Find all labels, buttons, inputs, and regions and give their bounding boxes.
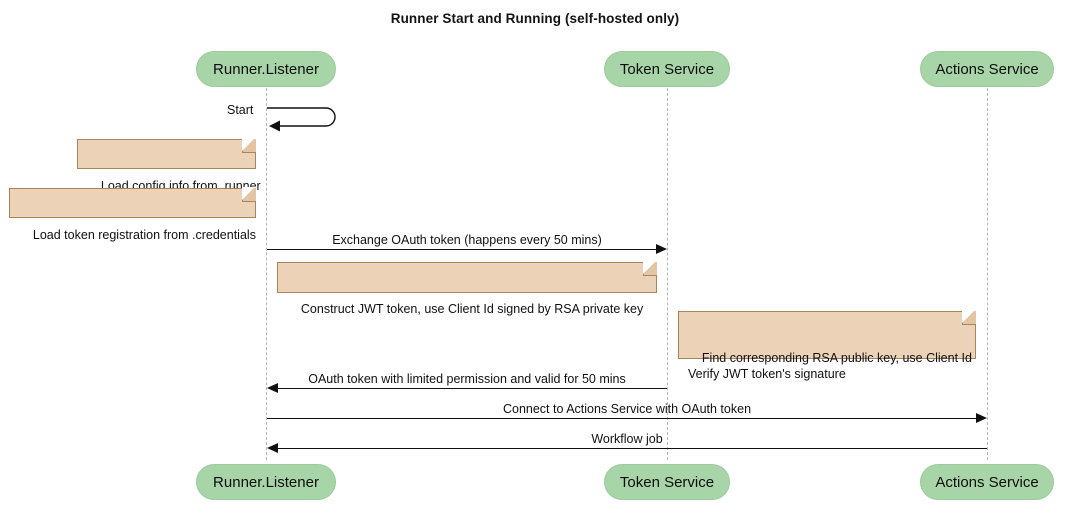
message-label-start: Start xyxy=(227,103,254,117)
actor-box-actions-service-bottom[interactable]: Actions Service xyxy=(920,464,1054,500)
arrowhead-right-icon xyxy=(656,243,667,254)
lifeline-runner-listener xyxy=(266,88,267,460)
note-text: Construct JWT token, use Client Id signe… xyxy=(300,302,644,316)
actor-box-actions-service-top[interactable]: Actions Service xyxy=(920,51,1054,87)
message-label-connect-to-actions-service: Connect to Actions Service with OAuth to… xyxy=(502,402,752,416)
note-verify-jwt-signature: Find corresponding RSA public key, use C… xyxy=(678,310,976,381)
message-line-connect-to-actions-service[interactable] xyxy=(267,418,976,419)
actor-box-token-service-bottom[interactable]: Token Service xyxy=(604,464,730,500)
message-label-exchange-oauth-token: Exchange OAuth token (happens every 50 m… xyxy=(332,233,602,247)
note-load-config-info: Load config info from .runner xyxy=(77,138,261,193)
note-fold-icon xyxy=(242,138,256,153)
message-line-oauth-token-response[interactable] xyxy=(278,388,667,389)
note-load-token-registration: Load token registration from .credential… xyxy=(9,187,256,242)
lifeline-token-service xyxy=(667,88,668,460)
actor-box-runner-listener-bottom[interactable]: Runner.Listener xyxy=(196,464,336,500)
message-label-oauth-token-response: OAuth token with limited permission and … xyxy=(308,372,626,386)
note-fold-icon xyxy=(242,187,256,202)
page-title: Runner Start and Running (self-hosted on… xyxy=(390,11,680,26)
lifeline-actions-service xyxy=(987,88,988,460)
actor-box-runner-listener-top[interactable]: Runner.Listener xyxy=(196,51,336,87)
actor-box-token-service-top[interactable]: Token Service xyxy=(604,51,730,87)
message-label-workflow-job: Workflow job xyxy=(591,432,663,446)
arrowhead-right-icon xyxy=(976,412,987,423)
message-line-exchange-oauth-token[interactable] xyxy=(267,249,656,250)
arrowhead-left-icon xyxy=(267,442,278,453)
note-fold-icon xyxy=(962,310,976,325)
arrowhead-left-icon xyxy=(267,382,278,393)
message-line-workflow-job[interactable] xyxy=(278,448,987,449)
self-message-start[interactable] xyxy=(266,102,346,134)
note-text: Load token registration from .credential… xyxy=(32,228,256,242)
note-construct-jwt-token: Construct JWT token, use Client Id signe… xyxy=(277,261,657,316)
note-text: Find corresponding RSA public key, use C… xyxy=(688,351,972,381)
note-fold-icon xyxy=(643,261,657,276)
